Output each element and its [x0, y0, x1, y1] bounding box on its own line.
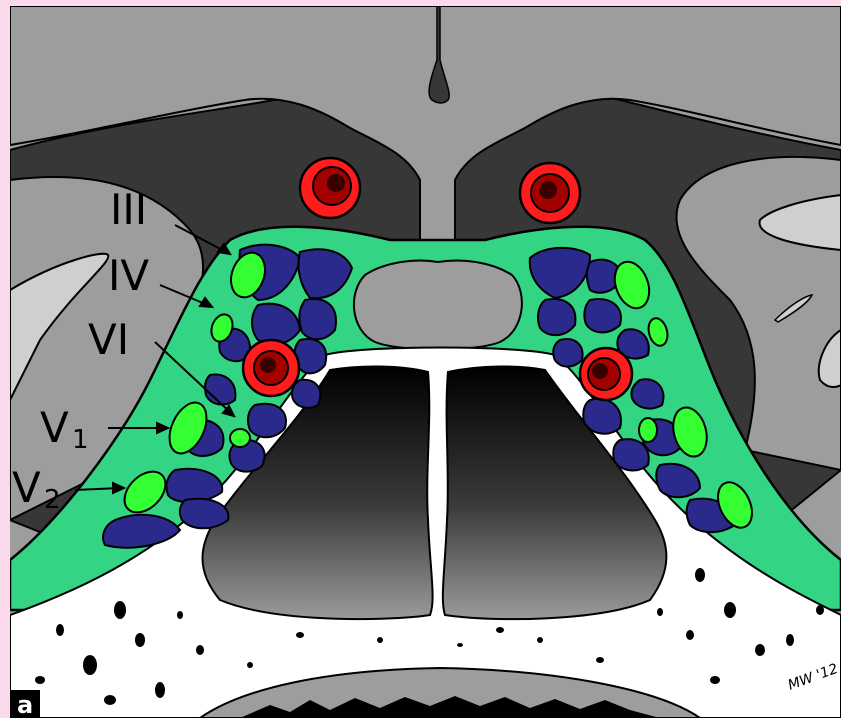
nerve-vi-right	[639, 418, 657, 442]
label-nerve-v2-sub: 2	[44, 485, 61, 515]
cavernous-carotid-left	[243, 340, 299, 396]
figure: III IV VI V 1 V 2 a MW '12	[10, 6, 841, 718]
label-nerve-v1: V	[40, 403, 69, 452]
cavernous-sinus-diagram: III IV VI V 1 V 2 a MW '12	[10, 6, 841, 718]
pituitary-gland	[354, 261, 522, 350]
label-nerve-iv: IV	[108, 251, 149, 300]
label-nerve-v2: V	[12, 463, 41, 512]
label-nerve-vi: VI	[88, 315, 129, 364]
panel-label: a	[17, 691, 33, 718]
supraclinoid-carotid-right	[520, 163, 580, 223]
nerve-vi-left	[230, 429, 250, 447]
cavernous-carotid-right	[580, 348, 632, 400]
label-nerve-iii: III	[110, 185, 147, 234]
label-nerve-v1-sub: 1	[72, 425, 89, 455]
supraclinoid-carotid-left	[300, 158, 360, 218]
